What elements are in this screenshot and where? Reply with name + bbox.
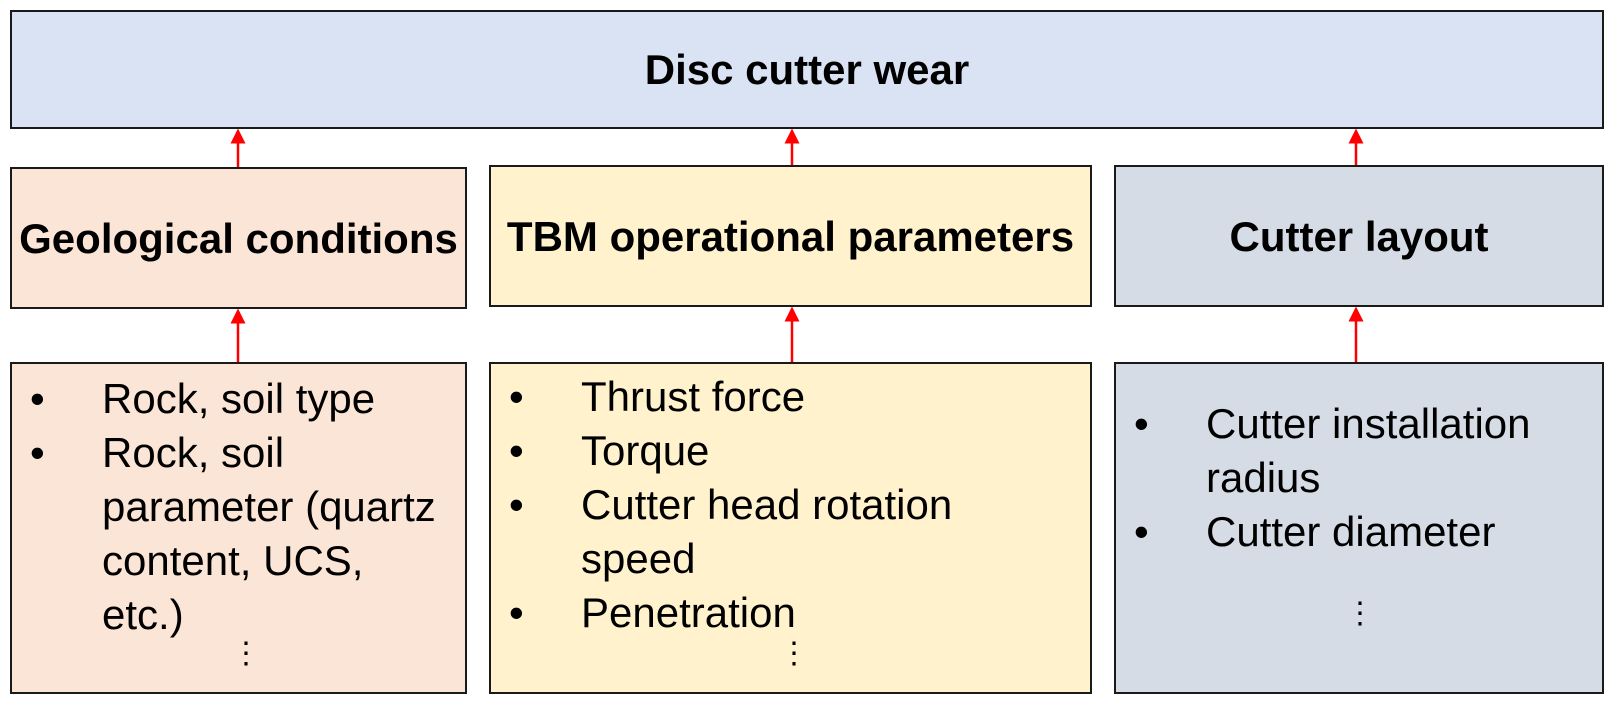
bullet-icon: • <box>509 589 524 636</box>
tbm-factors-list-box: • Thrust force • Torque • Cutter head rotat… <box>489 362 1092 694</box>
tbm-factors-list: • Thrust force • Torque • Cutter head rotat… <box>509 370 1069 640</box>
list-item-text: Torque <box>581 427 710 474</box>
bullet-icon: • <box>30 429 45 476</box>
bullet-icon: • <box>509 373 524 420</box>
cutter-factors-list: • Cutter installation radius • Cutter diam… <box>1134 397 1594 559</box>
tbm-operational-parameters-heading: TBM operational parameters <box>506 212 1075 260</box>
geological-conditions-heading: Geological conditions <box>19 214 458 262</box>
bullet-icon: • <box>509 481 524 528</box>
list-item-text: Thrust force <box>581 373 806 420</box>
list-item: • Rock, soil parameter (quartz content, U… <box>30 426 455 642</box>
list-item-text: Cutter diameter <box>1206 508 1496 555</box>
list-item-text: Penetration <box>581 589 796 636</box>
list-item: • Torque <box>509 424 1069 478</box>
list-item-text: Cutter installation radius <box>1206 400 1531 501</box>
bullet-icon: • <box>509 427 524 474</box>
list-item: • Cutter head rotation speed <box>509 478 1069 586</box>
tbm-operational-parameters-box: TBM operational parameters <box>489 165 1092 307</box>
list-item-text: Rock, soil type <box>102 375 376 422</box>
list-item: • Cutter installation radius <box>1134 397 1594 505</box>
cutter-factors-list-box: • Cutter installation radius • Cutter diam… <box>1114 362 1604 694</box>
list-item-text: Cutter head rotation speed <box>581 481 953 582</box>
cutter-layout-box: Cutter layout <box>1114 165 1604 307</box>
geological-conditions-box: Geological conditions <box>10 167 467 309</box>
geological-factors-list-box: • Rock, soil type • Rock, soil parameter (… <box>10 362 467 694</box>
geological-factors-list: • Rock, soil type • Rock, soil parameter (… <box>30 372 455 642</box>
disc-cutter-wear-box: Disc cutter wear <box>10 10 1604 129</box>
cutter-layout-heading: Cutter layout <box>1229 212 1489 260</box>
bullet-icon: • <box>30 375 45 422</box>
bullet-icon: • <box>1134 400 1149 447</box>
list-item: • Cutter diameter <box>1134 505 1594 559</box>
diagram-title: Disc cutter wear <box>644 45 970 93</box>
list-item: • Penetration <box>509 586 1069 640</box>
bullet-icon: • <box>1134 508 1149 555</box>
list-item: • Rock, soil type <box>30 372 455 426</box>
list-item-text: Rock, soil parameter (quartz content, UC… <box>102 429 436 638</box>
list-item: • Thrust force <box>509 370 1069 424</box>
